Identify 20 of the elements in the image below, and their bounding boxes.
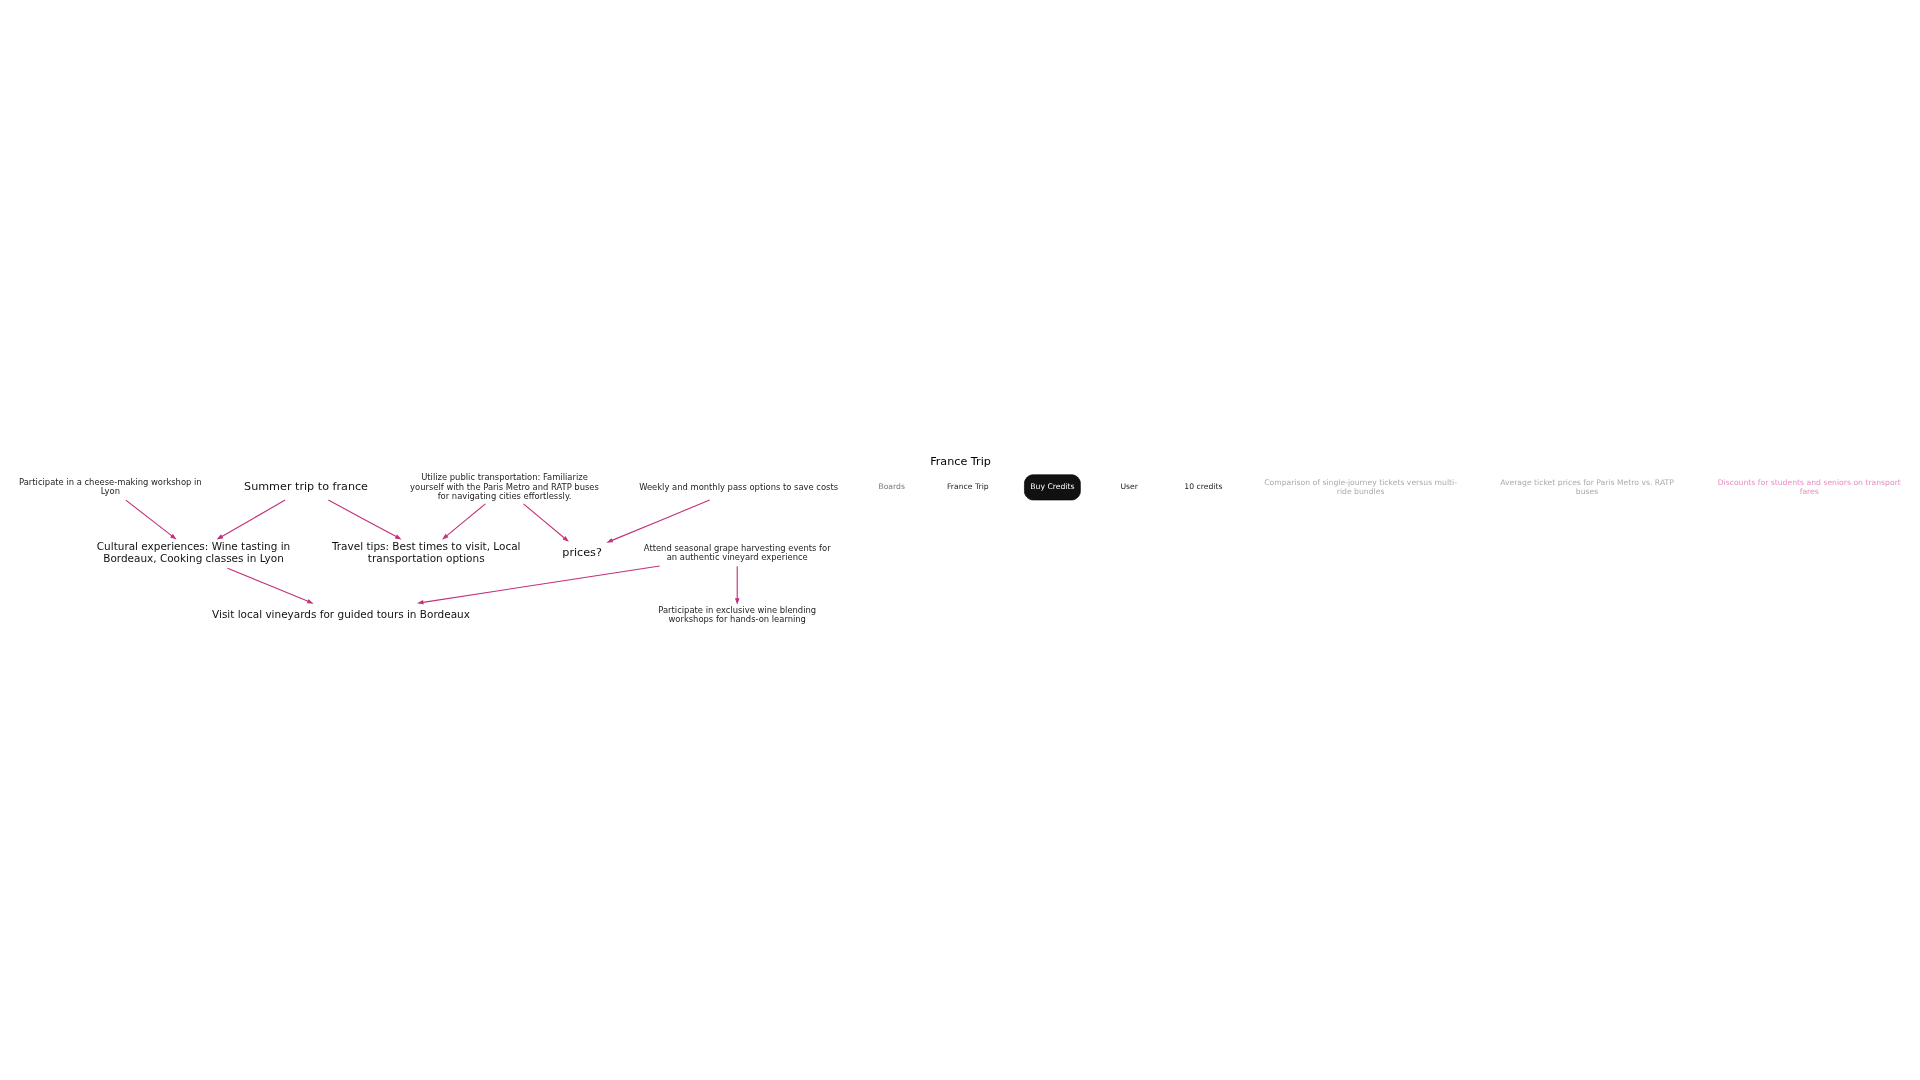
arrow [522,502,569,542]
node-text: Attend seasonal grape harvesting events for an authentic vineyard experience [643,542,831,562]
arrow [226,567,314,604]
arrow [734,565,739,605]
node-text: Cultural experiences: Wine tasting in Bordeaux, Cooking classes in Lyon [96,539,290,564]
node-text: Summer trip to france [243,479,368,493]
arrow [327,499,402,539]
arrow [416,564,660,604]
arrow [441,502,486,540]
diagram-title: France Trip [929,454,991,468]
node-text: Utilize public transportation: Familiarize yourself with the Paris Metro and RATP buses for navigating cities effortlessly. [409,471,599,501]
arrow [605,498,710,543]
node-text: Weekly and monthly pass options to save costs [638,481,838,492]
node-text: Participate in exclusive wine blending workshops for hands-on learning [657,604,816,624]
node-text: prices? [561,545,602,559]
node-text: Visit local vineyards for guided tours in Bordeaux [211,607,470,620]
node-text: Travel tips: Best times to visit, Local transportation options [331,539,521,564]
node-text: Participate in a cheese-making workshop in Lyon [18,476,202,496]
arrow [216,499,286,539]
arrow [124,499,177,540]
